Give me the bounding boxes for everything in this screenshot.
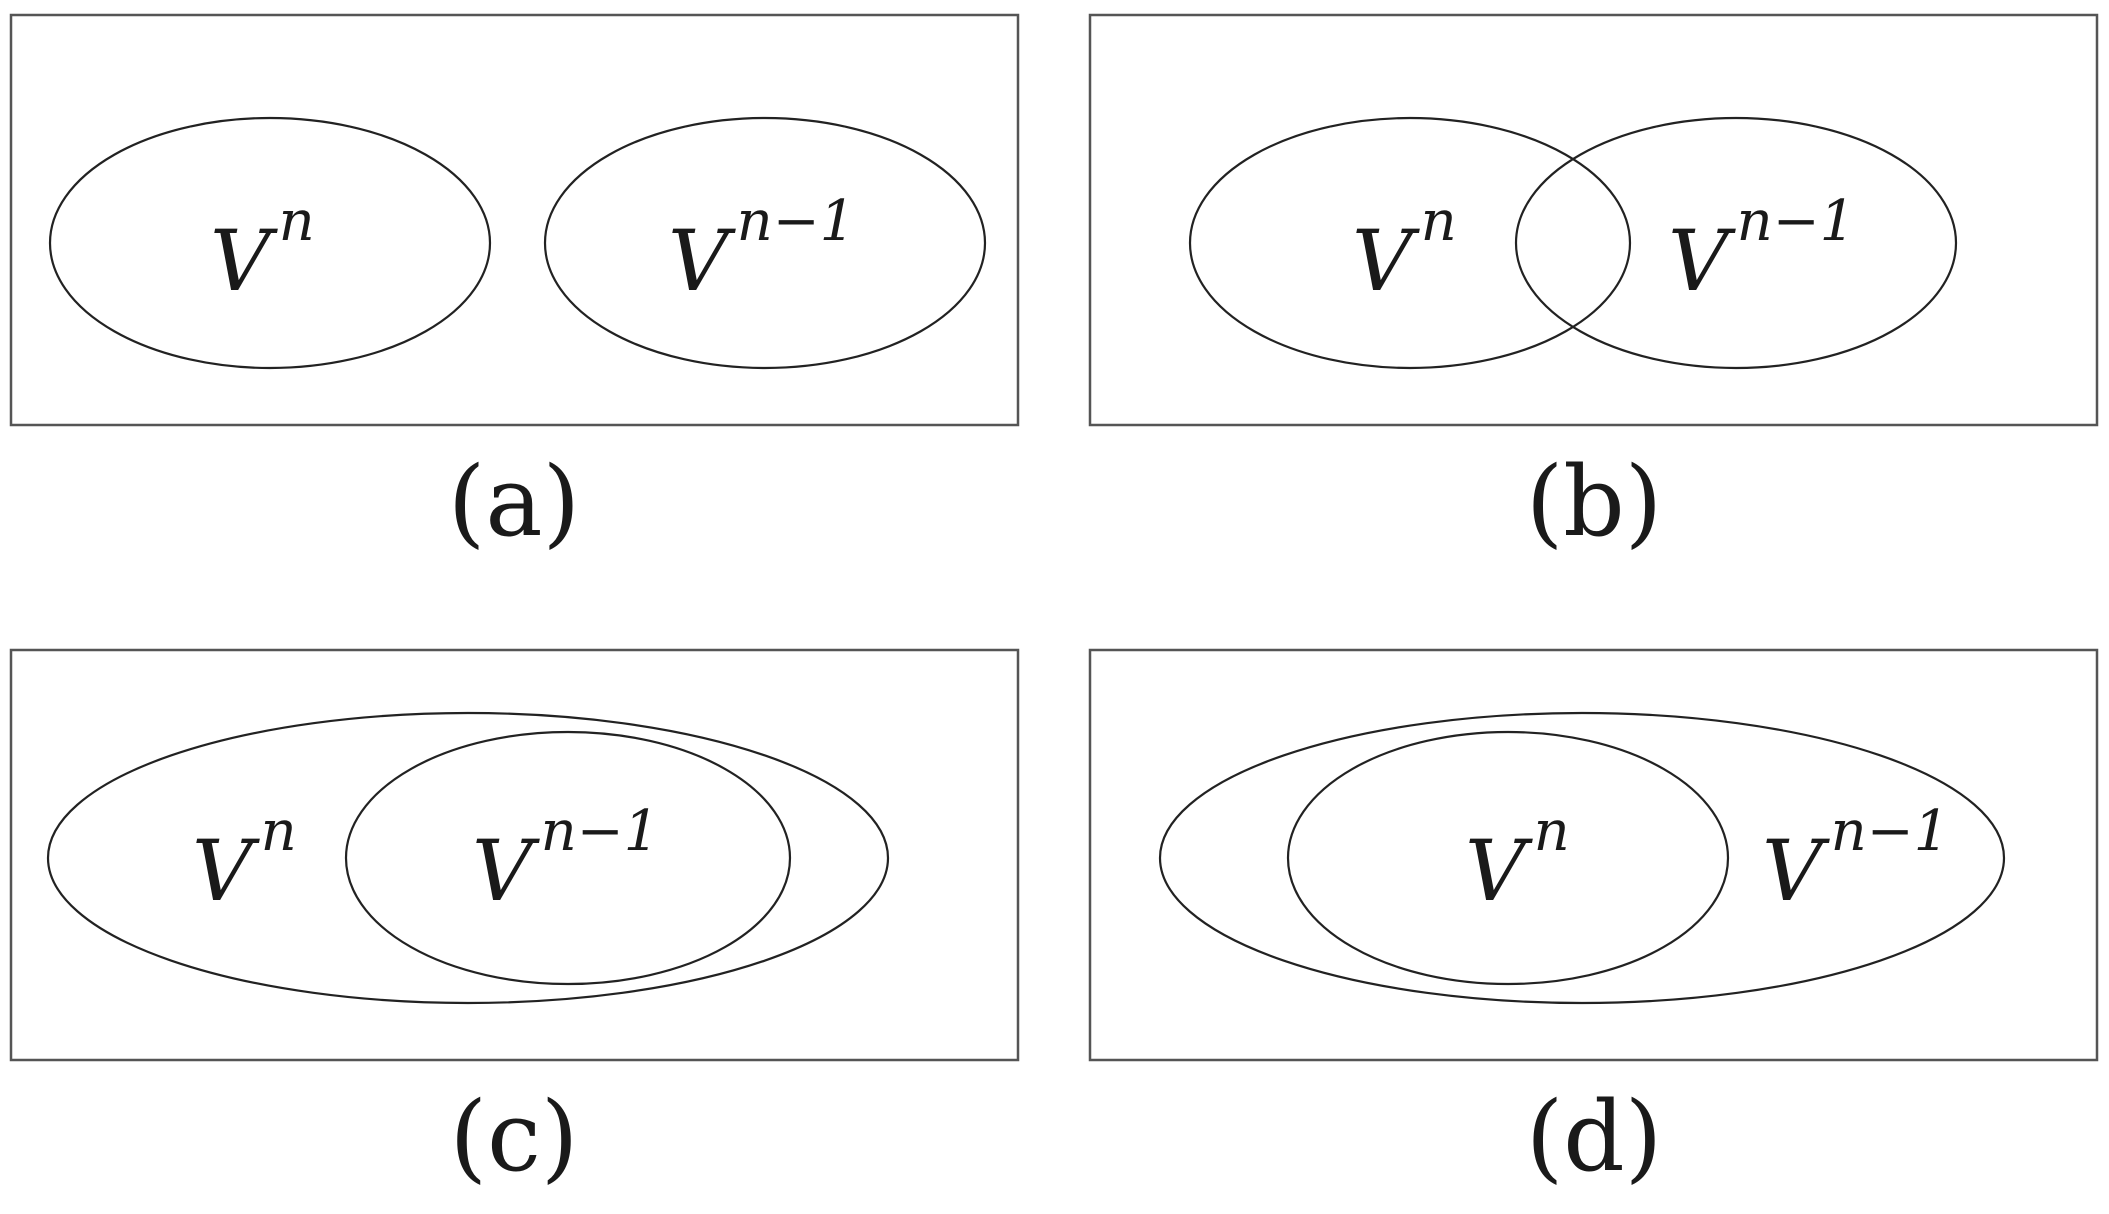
set-vn-ellipse-d (1286, 730, 1730, 986)
set-symbol: V (1762, 822, 1830, 920)
superscript-n: n (1421, 189, 1457, 254)
panel-a-frame (9, 13, 1020, 427)
set-symbol: V (1465, 822, 1533, 920)
set-symbol: V (192, 822, 260, 920)
set-symbol: V (668, 212, 736, 310)
superscript-n: n (261, 799, 297, 864)
set-vn-ellipse-b (1188, 116, 1632, 370)
superscript-n: n (1534, 799, 1570, 864)
superscript-n: n (279, 189, 315, 254)
panel-b-frame (1088, 13, 2099, 427)
caption-d: (d) (1526, 1081, 1662, 1193)
superscript-n-minus-1: n−1 (1831, 799, 1950, 864)
caption-c: (c) (450, 1081, 579, 1193)
set-vn-minus-1-ellipse-c (344, 730, 792, 986)
set-symbol: V (472, 822, 540, 920)
set-vn-minus-1-ellipse-a (543, 116, 987, 370)
set-symbol: V (1668, 212, 1736, 310)
panel-d-frame (1088, 648, 2099, 1062)
set-symbol: V (1352, 212, 1420, 310)
superscript-n-minus-1: n−1 (1737, 189, 1856, 254)
set-vn-ellipse-a (48, 116, 492, 370)
panel-c-frame (9, 648, 1020, 1062)
caption-a: (a) (448, 446, 580, 558)
set-vn-ellipse-c (46, 711, 890, 1005)
superscript-n-minus-1: n−1 (737, 189, 856, 254)
set-symbol: V (210, 212, 278, 310)
set-vn-minus-1-ellipse-d (1158, 711, 2006, 1005)
set-vn-minus-1-ellipse-b (1514, 116, 1958, 370)
superscript-n-minus-1: n−1 (541, 799, 660, 864)
caption-b: (b) (1526, 446, 1662, 558)
